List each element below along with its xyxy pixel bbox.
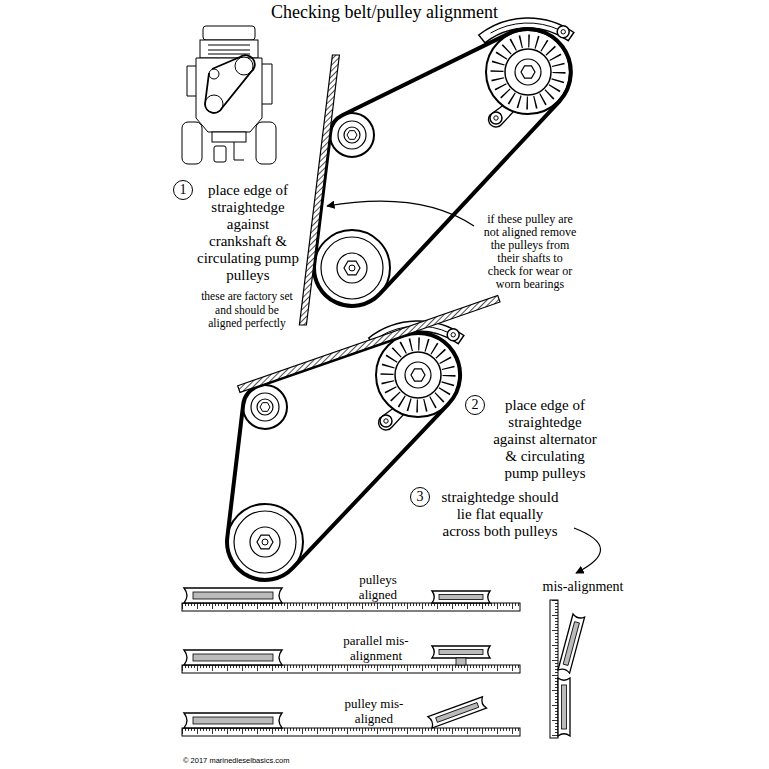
straightedge-ruler xyxy=(182,728,520,736)
engine-mount xyxy=(182,122,202,164)
mini-pulley xyxy=(209,69,219,79)
straightedge-ruler xyxy=(182,665,520,673)
figure-caption: mis-alignment xyxy=(535,579,631,595)
pulley-side-view xyxy=(428,697,487,728)
engine-sketch xyxy=(182,26,276,164)
head-fins xyxy=(208,45,250,54)
pipe xyxy=(234,142,244,160)
callout-circle: 3 xyxy=(410,487,430,507)
note-text: these are factory set and should be alig… xyxy=(199,290,295,331)
oil-sump xyxy=(212,132,246,142)
copyright-notice: © 2017 marinedieselbasics.com xyxy=(183,756,403,765)
rocker-cover xyxy=(203,26,255,40)
straightedge-ruler xyxy=(182,603,520,611)
engine-mount xyxy=(256,122,276,164)
adjuster-bolt xyxy=(557,26,569,38)
pulley-side-view xyxy=(432,646,490,658)
pulley-side-view xyxy=(432,591,490,603)
instruction-text: straightedge should lie flat equally acr… xyxy=(439,489,561,540)
leader-arrow xyxy=(574,528,601,573)
pulley-side-view xyxy=(558,614,585,673)
figure-caption: pulleys aligned xyxy=(348,573,408,602)
note-text: if these pulley are not aligned remove t… xyxy=(482,213,578,291)
exhaust-manifold xyxy=(262,64,272,104)
callout-number: 2 xyxy=(472,398,479,412)
straightedge-ruler xyxy=(550,600,558,738)
straightedge xyxy=(299,55,339,325)
drive-belt xyxy=(227,333,460,580)
instruction-text: place edge of straightedge against alter… xyxy=(490,397,600,482)
pulley-side-view xyxy=(558,678,570,736)
callout-circle: 2 xyxy=(465,395,485,415)
instruction-text: place edge of straightedge against crank… xyxy=(195,182,301,284)
adjuster-bolt xyxy=(447,329,459,341)
leader-arrow xyxy=(327,201,474,226)
pivot-bolt xyxy=(490,112,502,124)
pulley-side-view xyxy=(184,713,282,728)
pulley-side-view xyxy=(184,588,282,603)
figure-caption: parallel mis-alignment xyxy=(331,634,421,663)
callout-number: 3 xyxy=(417,490,424,504)
pivot-bolt xyxy=(380,415,392,427)
shaft-stub xyxy=(456,658,466,665)
figure-caption: pulley mis-aligned xyxy=(334,697,414,726)
oil-filter xyxy=(214,146,226,162)
callout-number: 1 xyxy=(180,183,187,197)
alignment-views xyxy=(182,528,601,738)
callout-circle: 1 xyxy=(173,180,193,200)
intake xyxy=(187,66,196,96)
mini-belt xyxy=(205,55,255,113)
diagram-title: Checking belt/pulley alignment xyxy=(0,1,769,23)
pulley-side-view xyxy=(184,650,282,665)
